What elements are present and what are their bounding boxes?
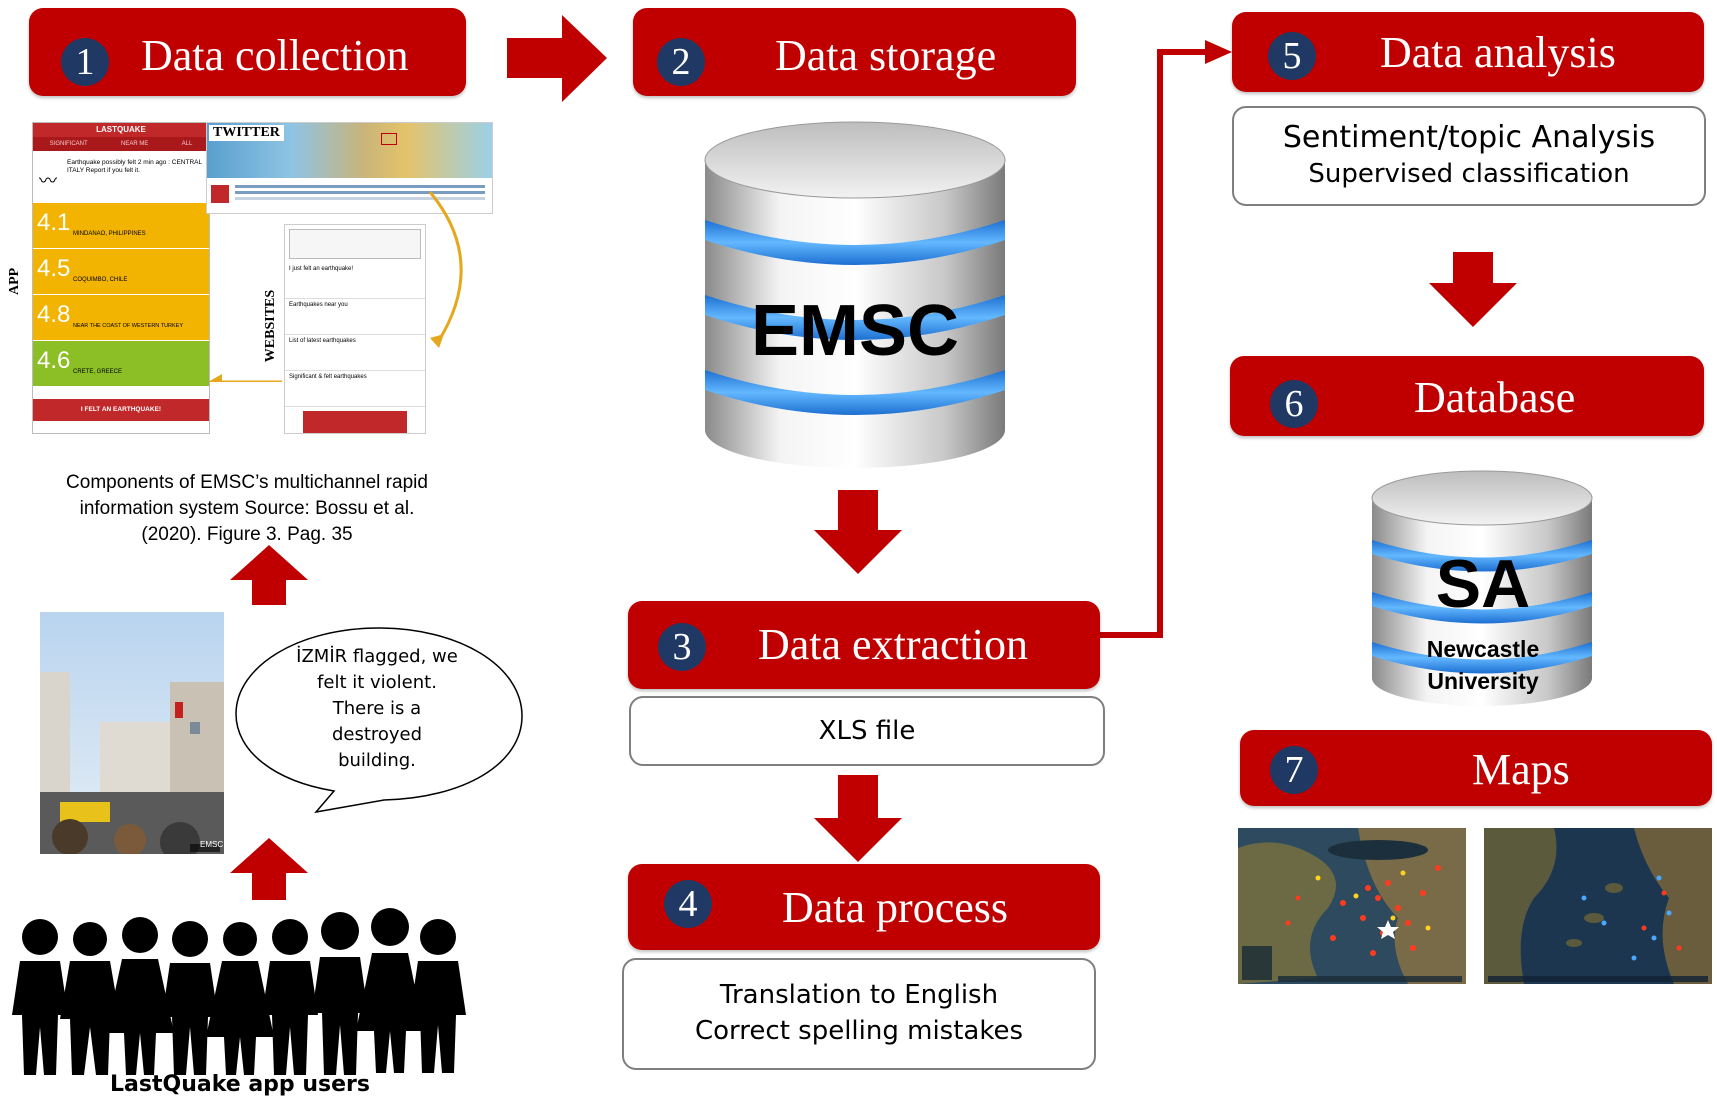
caption-line-2: information system Source: Bossu et al. [79,498,415,519]
step-title: Database [1414,373,1576,422]
earthquake-map-1 [1238,828,1466,984]
twitter-label: TWITTER [209,125,284,141]
users-label: LastQuake app users [110,1072,370,1097]
process-tasks-box: Translation to English Correct spelling … [622,958,1096,1070]
izmir-street-photo [40,612,224,854]
step-number: 1 [61,38,109,86]
step-1-data-collection: 1 Data collection [29,8,466,96]
website-item-significant[interactable]: Significant & felt earthquakes [285,371,425,407]
earthquake-map-2 [1484,828,1712,984]
caption-line-1: Components of EMSC’s multichannel rapid [66,472,428,493]
step-title: Data process [782,883,1009,932]
speech-line-4: destroyed [331,724,423,745]
quake-place: COQUIMBO, CHILE [73,277,128,283]
app-notice-text: Earthquake possibly felt 2 min ago : CEN… [67,159,202,174]
process-line-2: Correct spelling mistakes [694,1016,1024,1046]
speech-line-2: felt it violent. [317,672,437,693]
yellow-flow-arrows [208,191,463,382]
components-caption: Components of EMSC’s multichannel rapid … [8,470,486,548]
xls-file-box: XLS file [629,696,1105,766]
step-number: 6 [1270,380,1318,428]
step-6-database: 6 Database [1230,356,1704,436]
quake-place: NEAR THE COAST OF WESTERN TURKEY [73,323,184,329]
felt-earthquake-button[interactable]: I FELT AN EARTHQUAKE! [33,399,209,421]
step-number: 4 [664,880,712,928]
arrow-photo-to-components [230,545,308,605]
download-app-banner[interactable] [303,411,407,433]
step-title: Data storage [775,31,997,80]
speech-line-1: İZMİR flagged, we [296,646,458,667]
quake-row-1[interactable]: 4.1 MINDANAO, PHILIPPINES [33,203,209,249]
twitter-highlight-box [381,133,397,145]
arrow-users-to-photo [230,838,308,900]
quake-place: MINDANAO, PHILIPPINES [73,231,146,237]
photo-watermark: EMSC [200,840,224,849]
process-line-1: Translation to English [719,980,999,1010]
step-7-maps: 7 Maps [1240,730,1712,806]
analysis-line-2: Supervised classification [1308,159,1630,189]
arrow-3-to-4 [814,775,902,862]
app-title-bar: LASTQUAKE [33,123,209,137]
app-tab-all[interactable]: ALL [181,141,193,147]
step-number: 5 [1268,32,1316,80]
analysis-methods-box: Sentiment/topic Analysis Supervised clas… [1232,106,1706,206]
quake-magnitude: 4.8 [37,301,71,328]
step-5-data-analysis: 5 Data analysis [1232,12,1704,92]
speech-bubble [235,627,523,814]
step-4-data-process: 4 Data process [628,864,1100,950]
quake-row-4[interactable]: 4.6 CRETE, GREECE [33,341,209,387]
arrow-2-to-3 [814,490,902,574]
emsc-db-label: EMSC [750,291,960,371]
step-title: Data analysis [1380,28,1616,77]
step-number: 2 [657,38,705,86]
step-number: 3 [658,623,706,671]
website-alert [289,229,421,259]
quake-magnitude: 4.1 [37,209,71,236]
website-item-near[interactable]: Earthquakes near you [285,299,425,335]
analysis-line-1: Sentiment/topic Analysis [1282,120,1656,155]
app-side-label: APP [7,267,22,295]
step-title: Data extraction [758,620,1028,669]
emsc-avatar [211,185,229,203]
arrow-3-to-5-head [1205,40,1232,64]
sa-db-sub-1: Newcastle [1426,636,1540,662]
app-tab-near-me[interactable]: NEAR ME [120,141,149,147]
sa-db-sub-2: University [1427,668,1539,694]
website-panel: I just felt an earthquake! Earthquakes n… [284,224,426,434]
step-2-data-storage: 2 Data storage [633,8,1076,96]
quake-place: CRETE, GREECE [73,369,123,375]
twitter-panel: TWITTER [206,122,493,214]
sa-db-label: SA [1435,546,1531,622]
arrow-5-to-6 [1429,252,1517,327]
app-notice: 〰 Earthquake possibly felt 2 min ago : C… [33,151,209,203]
caption-line-3: (2020). Figure 3. Pag. 35 [141,524,353,545]
quake-row-3[interactable]: 4.8 NEAR THE COAST OF WESTERN TURKEY [33,295,209,341]
emsc-components-figure: APP LASTQUAKE SIGNIFICANT NEAR ME ALL 〰 … [7,122,493,442]
website-item-felt[interactable]: I just felt an earthquake! [285,263,425,299]
quake-magnitude: 4.5 [37,255,71,282]
speech-bubble-text: İZMİR flagged, we felt it violent. There… [282,644,472,774]
arrow-1-to-2 [507,15,607,102]
website-item-latest[interactable]: List of latest earthquakes [285,335,425,371]
tweet-lines [235,185,485,188]
xls-file-label: XLS file [818,716,916,746]
quake-row-2[interactable]: 4.5 COQUIMBO, CHILE [33,249,209,295]
speech-line-5: building. [338,750,416,771]
emsc-database-icon [704,121,1006,468]
users-silhouettes-icon [12,908,466,1075]
seismograph-icon: 〰 [39,171,57,191]
app-tabs: SIGNIFICANT NEAR ME ALL [33,137,209,151]
arrow-3-to-5-line [1100,49,1210,638]
speech-line-3: There is a [332,698,422,719]
lastquake-app-panel: LASTQUAKE SIGNIFICANT NEAR ME ALL 〰 Eart… [32,122,210,434]
app-tab-significant[interactable]: SIGNIFICANT [49,141,88,147]
quake-magnitude: 4.6 [37,347,71,374]
step-number: 7 [1270,746,1318,794]
step-title: Maps [1472,745,1570,794]
step-title: Data collection [141,31,409,80]
step-3-data-extraction: 3 Data extraction [628,601,1100,689]
sa-database-icon [1371,470,1593,706]
